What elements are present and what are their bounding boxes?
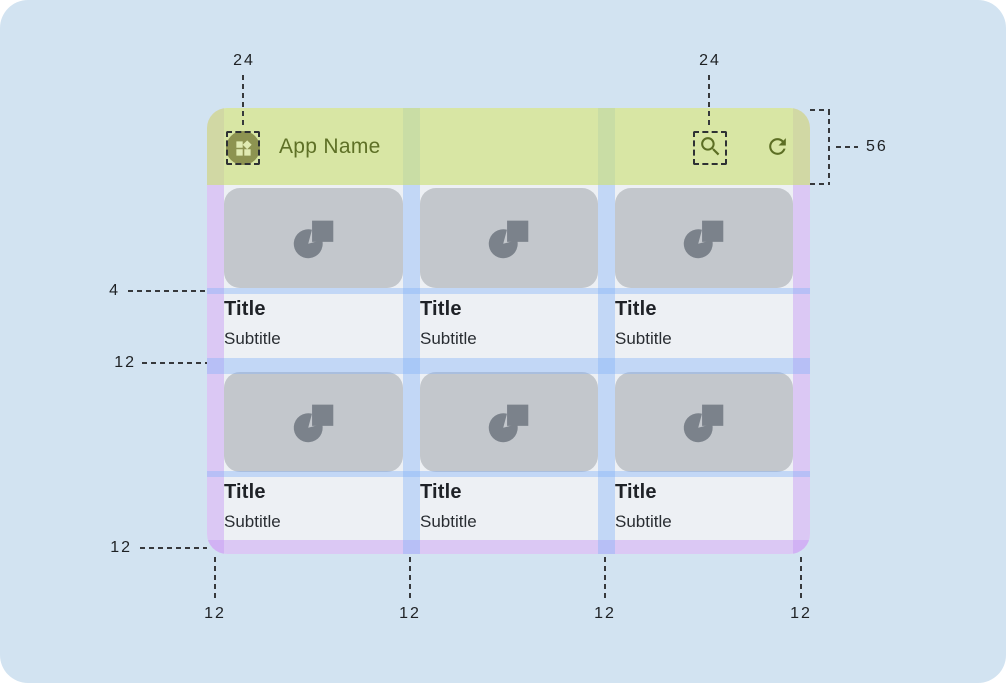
gutter-highlight-2 xyxy=(598,108,615,554)
measure-label-right-margin: 12 xyxy=(790,605,812,622)
card-subtitle: Subtitle xyxy=(224,329,281,348)
card-subtitle: Subtitle xyxy=(615,329,672,348)
pie-chart-icon xyxy=(683,220,724,259)
measure-line xyxy=(142,362,207,364)
app-title: App Name xyxy=(279,134,381,158)
card-title: Title xyxy=(224,481,266,503)
card-image-placeholder[interactable] xyxy=(615,372,793,472)
card-image-placeholder[interactable] xyxy=(224,188,403,288)
card-text[interactable]: Title Subtitle xyxy=(420,296,598,351)
image-text-gap-highlight-row2 xyxy=(207,471,810,477)
image-text-gap-highlight-row1 xyxy=(207,288,810,294)
right-margin-highlight xyxy=(793,108,810,554)
widgets-icon xyxy=(235,139,252,156)
measure-label-image-text-gap: 4 xyxy=(109,282,120,299)
pie-chart-icon xyxy=(488,404,529,443)
app-mockup: Title Subtitle Title Subtitle Title Subt… xyxy=(207,108,810,554)
card-subtitle: Subtitle xyxy=(615,512,672,531)
card-text[interactable]: Title Subtitle xyxy=(615,479,793,534)
pie-chart-icon xyxy=(293,404,333,443)
measure-line xyxy=(242,75,244,129)
measure-line xyxy=(836,146,858,148)
measure-line xyxy=(708,75,710,129)
measure-line xyxy=(409,557,411,601)
measure-label-left-margin: 12 xyxy=(204,605,226,622)
measure-line xyxy=(604,557,606,601)
card-image-placeholder[interactable] xyxy=(420,372,598,472)
card-title: Title xyxy=(224,298,266,320)
measure-label-trailing-icon: 24 xyxy=(699,52,721,69)
measure-box-trailing-icon xyxy=(693,131,727,165)
row-gap-highlight xyxy=(207,358,810,374)
card-image-placeholder[interactable] xyxy=(224,372,403,472)
card-text[interactable]: Title Subtitle xyxy=(224,479,403,534)
card-title: Title xyxy=(615,298,657,320)
left-margin-highlight xyxy=(207,108,224,554)
card-title: Title xyxy=(420,298,462,320)
measure-line xyxy=(800,557,802,601)
measure-tick xyxy=(810,183,830,185)
card-subtitle: Subtitle xyxy=(420,512,477,531)
bottom-margin-highlight xyxy=(207,540,810,554)
measure-label-appbar-height: 56 xyxy=(866,138,888,155)
card-image-placeholder[interactable] xyxy=(615,188,793,288)
measure-line xyxy=(140,547,207,549)
search-icon[interactable] xyxy=(698,134,723,159)
measure-line xyxy=(214,557,216,601)
appbar: App Name xyxy=(207,108,810,185)
refresh-icon[interactable] xyxy=(765,134,790,159)
card-image-placeholder[interactable] xyxy=(420,188,598,288)
pie-chart-icon xyxy=(683,404,724,443)
card-text[interactable]: Title Subtitle xyxy=(420,479,598,534)
measure-line xyxy=(128,290,207,292)
measure-line xyxy=(828,110,830,185)
measure-label-leading-icon: 24 xyxy=(233,52,255,69)
card-text[interactable]: Title Subtitle xyxy=(615,296,793,351)
measure-tick xyxy=(810,109,830,111)
gutter-highlight-1 xyxy=(403,108,420,554)
card-subtitle: Subtitle xyxy=(420,329,477,348)
card-title: Title xyxy=(420,481,462,503)
pie-chart-icon xyxy=(488,220,529,259)
card-text[interactable]: Title Subtitle xyxy=(224,296,403,351)
measure-label-gutter-2: 12 xyxy=(594,605,616,622)
app-logo-button[interactable] xyxy=(226,131,260,165)
measure-label-bottom-margin: 12 xyxy=(110,539,132,556)
measure-label-gutter-1: 12 xyxy=(399,605,421,622)
pie-chart-icon xyxy=(293,220,333,259)
measure-label-row-gap: 12 xyxy=(114,354,136,371)
card-title: Title xyxy=(615,481,657,503)
measure-box-leading-icon xyxy=(226,131,260,165)
card-subtitle: Subtitle xyxy=(224,512,281,531)
